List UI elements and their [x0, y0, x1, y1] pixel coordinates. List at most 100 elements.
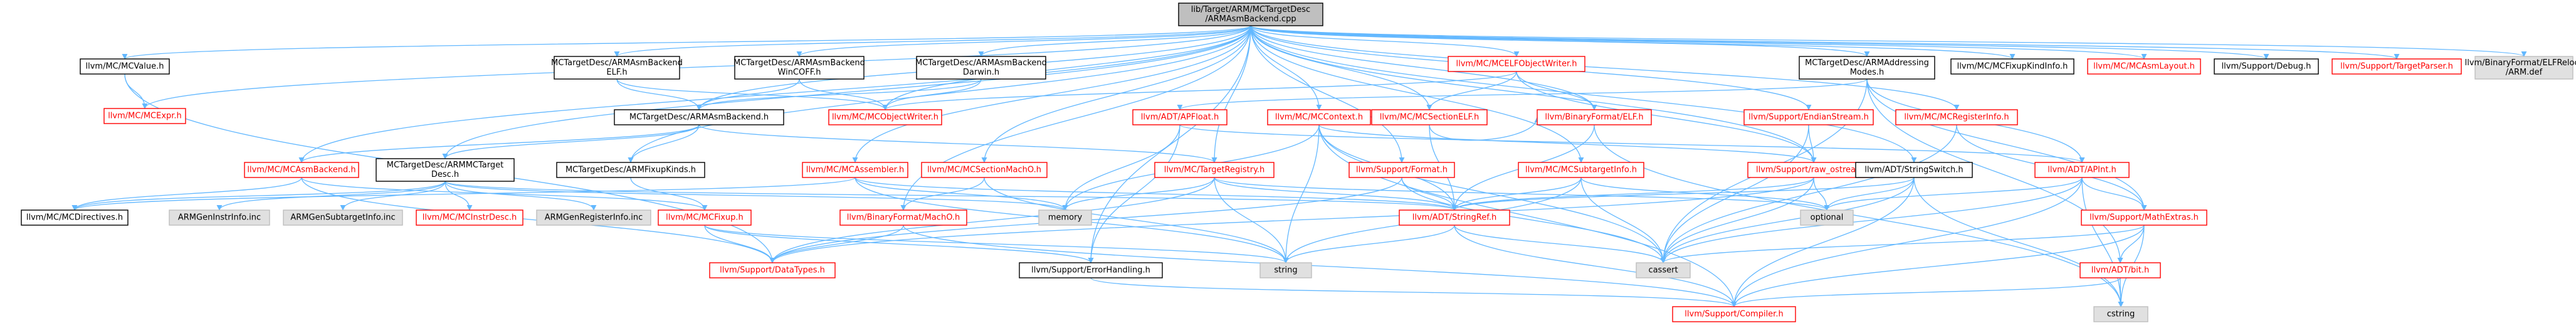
node-genrinstr[interactable]: ARMGenInstrInfo.inc	[169, 209, 270, 226]
node-mcfixup[interactable]: llvm/MC/MCFixup.h	[658, 209, 752, 226]
edge-root-to-stringswitch	[1250, 25, 1917, 163]
node-mcobjwriter[interactable]: llvm/MC/MCObjectWriter.h	[828, 109, 942, 125]
node-targetparser[interactable]: llvm/Support/TargetParser.h	[2332, 58, 2462, 75]
node-mcexpr[interactable]: llvm/MC/MCExpr.h	[103, 108, 186, 124]
node-genregister[interactable]: ARMGenRegisterInfo.inc	[536, 209, 651, 226]
edge-apint-to-cstring	[2081, 177, 2124, 307]
edge-root-to-elfrelocs	[1250, 25, 2526, 57]
edge-root-to-winh	[796, 25, 1251, 57]
node-label: MCTargetDesc/ARMFixupKinds.h	[565, 166, 696, 175]
node-root[interactable]: lib/Target/ARM/MCTargetDesc/ARMAsmBacken…	[1178, 3, 1323, 26]
node-targetregistry[interactable]: llvm/MC/TargetRegistry.h	[1154, 162, 1275, 178]
node-mcinstrdesc[interactable]: llvm/MC/MCInstrDesc.h	[416, 209, 523, 226]
node-optional[interactable]: optional	[1800, 209, 1854, 226]
edge-root-to-targetregistry	[1211, 25, 1251, 163]
edge-macho-to-compiler	[903, 225, 1737, 307]
edge-sectionelf-to-binfmtelf	[1429, 117, 1540, 141]
node-memory[interactable]: memory	[1038, 209, 1092, 226]
node-box	[2332, 58, 2462, 75]
node-label: cassert	[1648, 266, 1678, 275]
node-box	[1267, 109, 1371, 125]
edge-rawostream-to-stringref	[1451, 177, 1814, 211]
node-subtargetinfo[interactable]: llvm/MC/MCSubtargetInfo.h	[1518, 162, 1644, 178]
node-binfmtelf[interactable]: llvm/BinaryFormat/ELF.h	[1537, 109, 1652, 125]
node-mcasmlayout[interactable]: llvm/MC/MCAsmLayout.h	[2087, 58, 2201, 75]
node-box	[283, 209, 403, 226]
node-mcreginfo[interactable]: llvm/MC/MCRegisterInfo.h	[1895, 109, 2018, 125]
node-stringref[interactable]: llvm/ADT/StringRef.h	[1399, 209, 1510, 226]
node-cstring[interactable]: cstring	[2093, 306, 2148, 322]
node-apfloat[interactable]: llvm/ADT/APFloat.h	[1132, 109, 1228, 125]
node-mcasmbackend[interactable]: llvm/MC/MCAsmBackend.h	[244, 162, 359, 178]
edge-mathextras-to-cassert	[1660, 225, 2145, 263]
node-mcsectionmacho[interactable]: llvm/MC/MCSectionMachO.h	[921, 162, 1048, 178]
node-label: memory	[1048, 213, 1083, 223]
edge-armmctarget-to-stringref	[444, 181, 1458, 211]
edge-darwinh-to-asmbackendh	[696, 78, 982, 110]
node-endianstream[interactable]: llvm/Support/EndianStream.h	[1743, 109, 1874, 125]
edge-supportformat-to-cassert	[1401, 177, 1666, 263]
node-errorhandling[interactable]: llvm/Support/ErrorHandling.h	[1019, 262, 1163, 278]
node-label: MCTargetDesc/ARMMCTarget	[387, 161, 503, 170]
edge-endianstream-to-cassert	[1660, 124, 1809, 263]
edge-asmbackendh-to-targetregistry	[698, 124, 1217, 163]
node-label: llvm/MC/MCELFObjectWriter.h	[1456, 60, 1577, 69]
node-box	[1537, 109, 1652, 125]
node-label: lib/Target/ARM/MCTargetDesc	[1191, 5, 1310, 14]
node-fixupkinds[interactable]: MCTargetDesc/ARMFixupKinds.h	[556, 162, 705, 178]
edge-addrmodes-to-adtbit	[1866, 78, 2123, 263]
node-label: /ARMAsmBackend.cpp	[1205, 14, 1296, 24]
node-adtbit[interactable]: llvm/ADT/bit.h	[2079, 262, 2161, 278]
node-mcdirectives[interactable]: llvm/MC/MCDirectives.h	[21, 209, 129, 226]
edge-root-to-sectionelf	[1250, 25, 1433, 110]
edge-stringswitch-to-compiler	[1731, 177, 1915, 307]
node-mathextras[interactable]: llvm/Support/MathExtras.h	[2081, 209, 2207, 226]
edge-stringref-to-string	[1283, 225, 1455, 263]
node-sectionelf[interactable]: llvm/MC/MCSectionELF.h	[1371, 109, 1488, 125]
edge-asmbackendh-to-armmctarget	[442, 124, 700, 159]
node-elfrelocs[interactable]: llvm/BinaryFormat/ELFRelocs/ARM.def	[2465, 56, 2576, 80]
edge-armmctarget-to-mcdirectives	[71, 181, 446, 211]
edge-subtargetinfo-to-stringref	[1451, 177, 1582, 211]
node-mcvalue[interactable]: llvm/MC/MCValue.h	[80, 58, 170, 75]
node-datatypes[interactable]: llvm/Support/DataTypes.h	[709, 262, 836, 278]
node-supportdebug[interactable]: llvm/Support/Debug.h	[2214, 58, 2319, 75]
node-fixupkindinfo[interactable]: llvm/MC/MCFixupKindInfo.h	[1950, 58, 2074, 75]
node-box	[802, 162, 908, 178]
node-mcassembler[interactable]: llvm/MC/MCAssembler.h	[802, 162, 908, 178]
edge-macho-to-datatypes	[769, 225, 904, 263]
node-label: llvm/ADT/StringRef.h	[1412, 213, 1496, 223]
edge-root-to-mcasmlayout	[1250, 25, 2147, 60]
node-gensubtarget[interactable]: ARMGenSubtargetInfo.inc	[283, 209, 403, 226]
node-mccontext[interactable]: llvm/MC/MCContext.h	[1267, 109, 1371, 125]
node-label: llvm/MC/MCSubtargetInfo.h	[1525, 166, 1637, 175]
node-compiler[interactable]: llvm/Support/Compiler.h	[1672, 306, 1796, 322]
node-elfobjwriter[interactable]: llvm/MC/MCELFObjectWriter.h	[1448, 56, 1585, 72]
node-label: MCTargetDesc/ARMAsmBackend	[733, 58, 865, 68]
edge-elfobjwriter-to-sectionelf	[1426, 71, 1517, 110]
edge-mcasmbackend-to-mcdirectives	[71, 177, 302, 211]
node-box	[734, 56, 865, 80]
edge-stringswitch-to-cassert	[1660, 177, 1915, 263]
node-cassert[interactable]: cassert	[1636, 262, 1691, 278]
node-apint[interactable]: llvm/ADT/APInt.h	[2034, 162, 2130, 178]
node-label: llvm/Support/Compiler.h	[1685, 310, 1783, 319]
node-string[interactable]: string	[1259, 262, 1312, 278]
node-stringswitch[interactable]: llvm/ADT/StringSwitch.h	[1855, 162, 1973, 178]
node-label: Modes.h	[1850, 68, 1885, 77]
edge-asmbackendh-to-mcasmbackend	[298, 124, 700, 163]
node-label: llvm/ADT/bit.h	[2091, 266, 2150, 275]
node-supportformat[interactable]: llvm/Support/Format.h	[1348, 162, 1455, 178]
node-box	[1448, 56, 1585, 72]
node-box	[556, 162, 705, 178]
edge-mathextras-to-adtbit	[2117, 225, 2145, 263]
node-macho[interactable]: llvm/BinaryFormat/MachO.h	[839, 209, 967, 226]
edge-apint-to-cassert	[1660, 177, 2083, 263]
edge-subtargetinfo-to-optional	[1580, 177, 1830, 211]
node-asmbackendh[interactable]: MCTargetDesc/ARMAsmBackend.h	[614, 109, 784, 125]
